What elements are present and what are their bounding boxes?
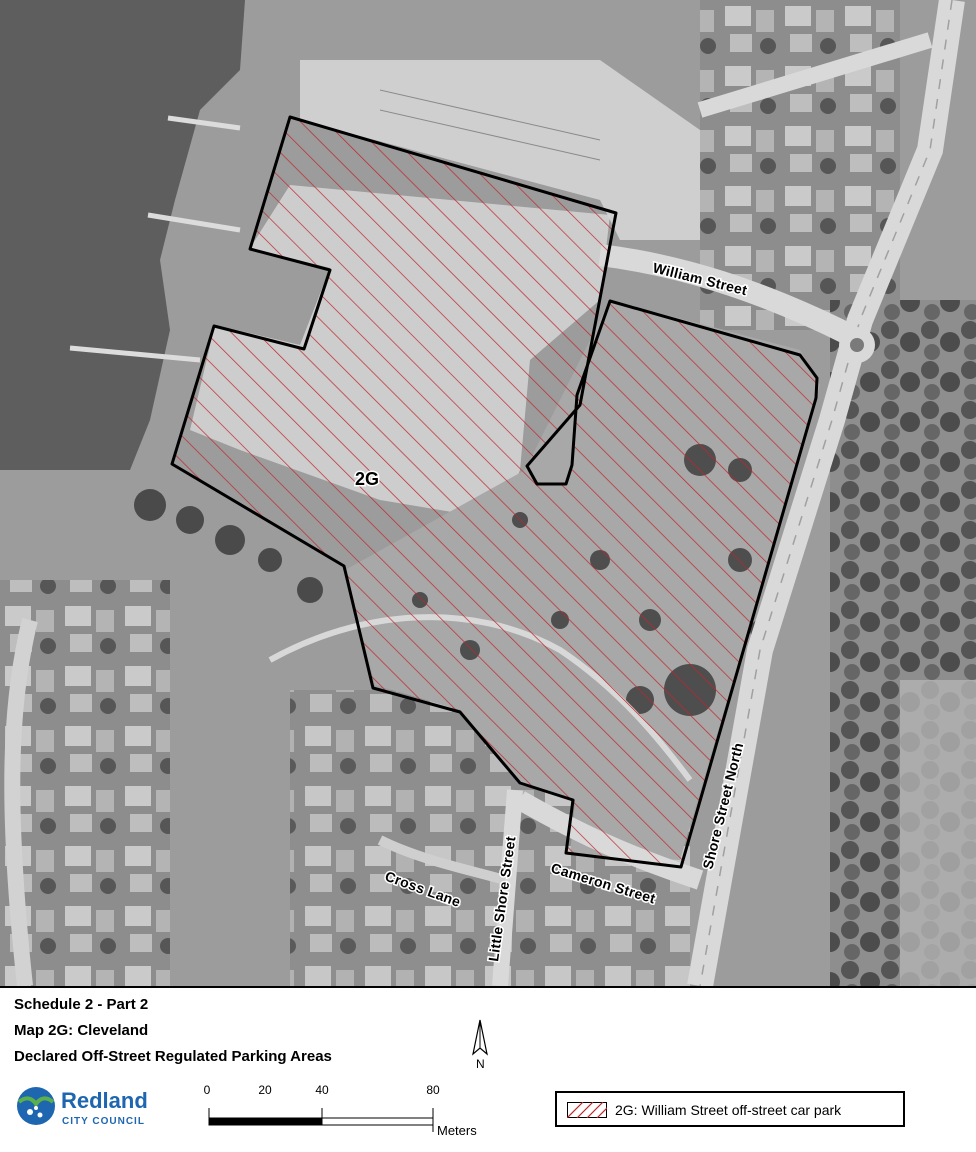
legend-box: 2G: William Street off-street car park	[555, 1091, 905, 1127]
scale-tick-0: 0	[204, 1083, 211, 1097]
scale-tick-80: 80	[426, 1083, 440, 1097]
north-arrow-icon: N	[472, 1019, 488, 1071]
scale-unit: Meters	[437, 1123, 477, 1138]
jetties	[69, 115, 241, 363]
west-road	[4, 618, 38, 986]
north-label: N	[476, 1057, 485, 1071]
map-subtitle: Declared Off-Street Regulated Parking Ar…	[14, 1048, 332, 1065]
legend-item-label: 2G: William Street off-street car park	[615, 1102, 842, 1118]
council-logo: Redland CITY COUNCIL	[17, 1087, 148, 1127]
logo-name: Redland	[61, 1088, 148, 1113]
cross-lane-road	[377, 835, 507, 885]
william-street-road	[598, 244, 855, 345]
zone-label-2g: 2G	[355, 469, 379, 489]
map-title: Map 2G: Cleveland	[14, 1022, 149, 1039]
legend-hatch-swatch	[567, 1102, 607, 1118]
aerial-map: 2G William Street Shore Street North Cam…	[0, 0, 976, 986]
zone-2g-area	[170, 115, 819, 869]
boat-ramp-road	[697, 32, 933, 118]
sw-trees	[134, 489, 323, 603]
bay-water	[0, 0, 245, 470]
schedule-title: Schedule 2 - Part 2	[14, 996, 149, 1013]
scale-bar: 0 20 40 80 Meters	[204, 1083, 478, 1138]
logo-subtitle: CITY COUNCIL	[62, 1116, 145, 1127]
scale-tick-20: 20	[258, 1083, 272, 1097]
mudflat	[900, 680, 976, 986]
scale-tick-40: 40	[315, 1083, 329, 1097]
north-car-park	[300, 60, 700, 240]
little-shore-street-road	[492, 789, 523, 986]
